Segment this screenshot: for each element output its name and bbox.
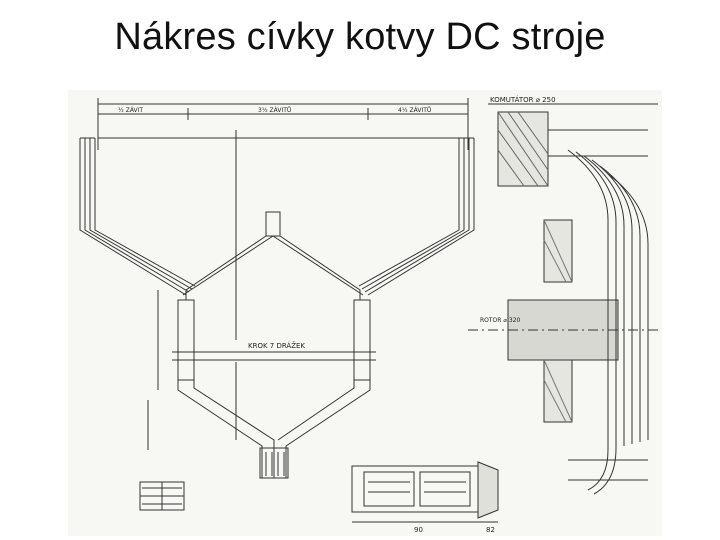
label-dim-bottom-2: 82 bbox=[486, 526, 495, 534]
label-rotor: ROTOR ⌀ 320 bbox=[480, 317, 521, 324]
coil-drawing: KOMUTÁTOR ⌀ 250 ROTOR ⌀ 320 KROK 7 DRÁŽE… bbox=[68, 90, 662, 536]
slot-sides bbox=[172, 299, 376, 381]
commutator-section bbox=[488, 103, 658, 187]
end-coil-profile bbox=[567, 149, 649, 495]
left-coil-leads bbox=[79, 137, 196, 296]
slide-title: Nákres cívky kotvy DC stroje bbox=[114, 16, 606, 58]
label-dim-2: 3½ ZÁVITŮ bbox=[258, 107, 291, 114]
right-coil-leads bbox=[358, 137, 475, 296]
slot-cross-section bbox=[351, 461, 499, 523]
top-dimension-lines bbox=[97, 98, 469, 150]
label-komutator: KOMUTÁTOR ⌀ 250 bbox=[490, 95, 556, 104]
label-kroky: KROK 7 DRÁŽEK bbox=[248, 341, 305, 350]
vertical-dimensions bbox=[147, 130, 237, 450]
label-dim-1: ½ ZÁVIT bbox=[118, 107, 143, 114]
bottom-end-winding bbox=[177, 380, 371, 479]
label-dim-3: 4½ ZÁVITŮ bbox=[398, 107, 431, 114]
label-dim-bottom-1: 90 bbox=[414, 526, 423, 534]
drawing-labels: KOMUTÁTOR ⌀ 250 ROTOR ⌀ 320 KROK 7 DRÁŽE… bbox=[118, 95, 556, 534]
rotor-section bbox=[468, 219, 658, 423]
top-end-winding bbox=[182, 211, 364, 300]
cross-section-sample bbox=[139, 481, 185, 511]
